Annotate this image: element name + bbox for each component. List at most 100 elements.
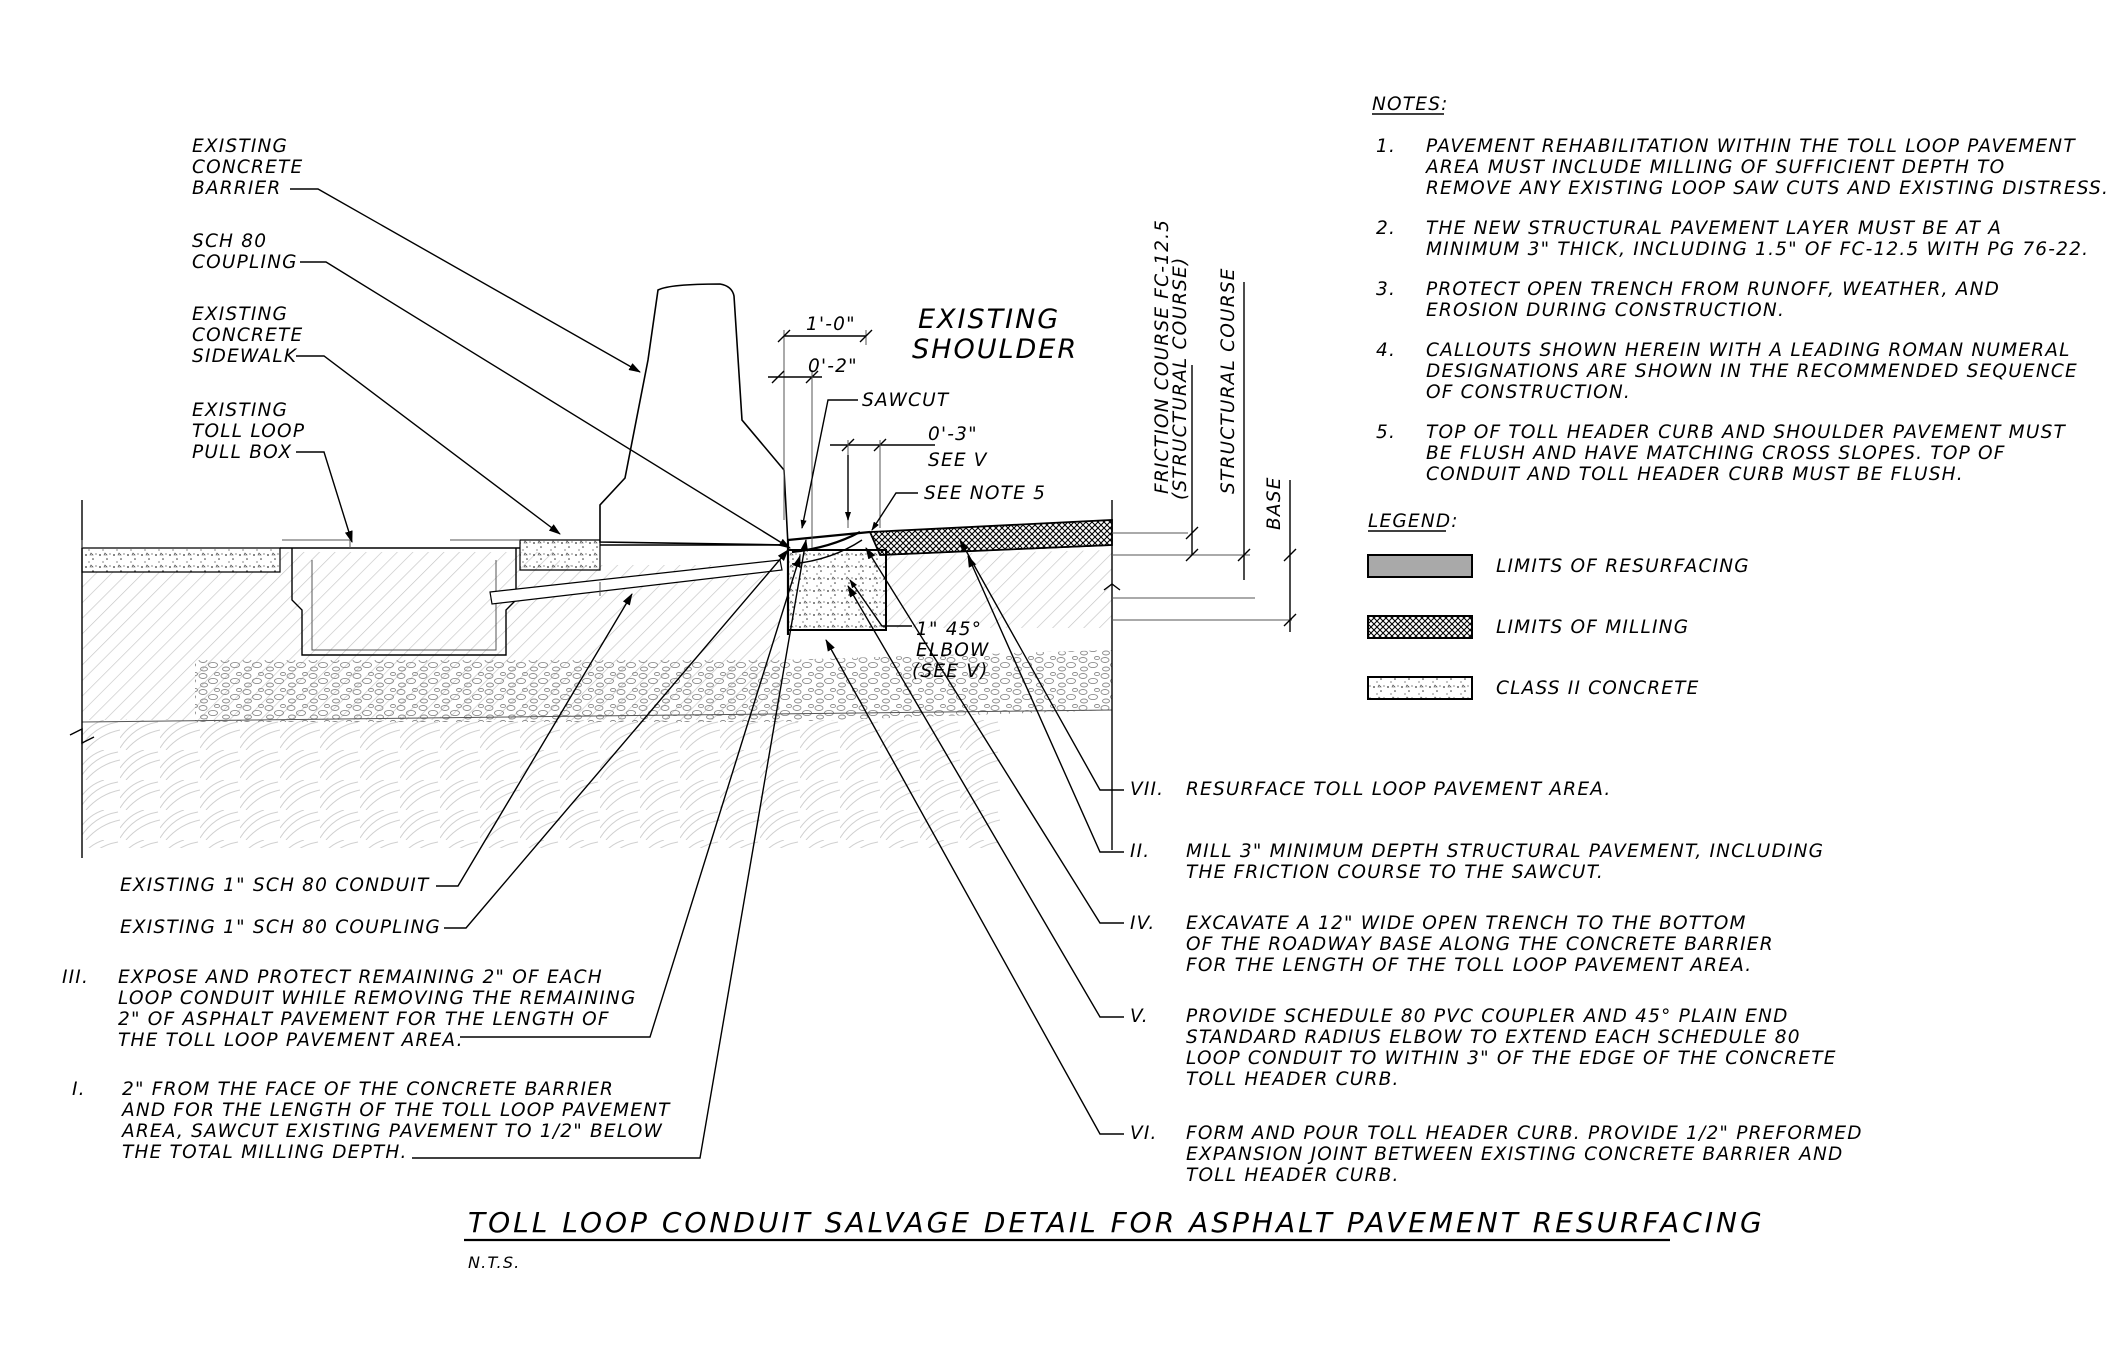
legend-swatch-milling	[1367, 615, 1473, 639]
note-5-line-3: CONDUIT AND TOLL HEADER CURB MUST BE FLU…	[1426, 464, 1964, 485]
pullbox-callout-2: TOLL LOOP	[192, 421, 305, 442]
note-3-number: 3.	[1376, 279, 1396, 300]
step-i-line-4: THE TOTAL MILLING DEPTH.	[122, 1142, 408, 1163]
step-ii-line-2: THE FRICTION COURSE TO THE SAWCUT.	[1186, 862, 1604, 883]
step-v-line-1: PROVIDE SCHEDULE 80 PVC COUPLER AND 45° …	[1186, 1006, 1789, 1027]
milling-limits	[787, 500, 1121, 850]
note-4-number: 4.	[1376, 340, 1396, 361]
step-i-line-1: 2" FROM THE FACE OF THE CONCRETE BARRIER	[122, 1079, 614, 1100]
note-1-line-1: PAVEMENT REHABILITATION WITHIN THE TOLL …	[1426, 136, 2076, 157]
legend-label-resurfacing: LIMITS OF RESURFACING	[1496, 556, 1750, 577]
structural-course-label: STRUCTURAL COURSE	[1218, 267, 1239, 494]
barrier-callout-2: CONCRETE	[192, 157, 303, 178]
step-i-line-2: AND FOR THE LENGTH OF THE TOLL LOOP PAVE…	[121, 1100, 671, 1121]
toll-header-curb	[787, 531, 887, 631]
coupling-callout-1: SCH 80	[192, 231, 267, 252]
step-vi-number: VI.	[1130, 1123, 1158, 1144]
steps-left: III. EXPOSE AND PROTECT REMAINING 2" OF …	[62, 967, 671, 1163]
conduit-callout: EXISTING 1" SCH 80 CONDUIT	[120, 875, 430, 896]
step-v-line-2: STANDARD RADIUS ELBOW TO EXTEND EACH SCH…	[1186, 1027, 1801, 1048]
sch80-conduit	[489, 559, 783, 605]
note-1-line-2: AREA MUST INCLUDE MILLING OF SUFFICIENT …	[1425, 157, 2005, 178]
base-label: BASE	[1264, 476, 1285, 530]
shoulder-label-1: EXISTING	[918, 304, 1060, 335]
barrier-callout-3: BARRIER	[192, 178, 281, 199]
legend-swatch-concrete	[1367, 676, 1473, 700]
note-2-line-2: MINIMUM 3" THICK, INCLUDING 1.5" OF FC-1…	[1426, 239, 2089, 260]
barrier-callout-1: EXISTING	[192, 136, 288, 157]
step-vii-line-1: RESURFACE TOLL LOOP PAVEMENT AREA.	[1186, 779, 1612, 800]
existing-sidewalk	[81, 539, 601, 573]
note-4-line-1: CALLOUTS SHOWN HEREIN WITH A LEADING ROM…	[1426, 340, 2071, 361]
step-v-line-3: LOOP CONDUIT TO WITHIN 3" OF THE EDGE OF…	[1186, 1048, 1837, 1069]
notes-block: NOTES: 1. PAVEMENT REHABILITATION WITHIN…	[1372, 94, 2109, 485]
dim-1-0-label: 1'-0"	[806, 314, 856, 335]
step-iv-line-3: FOR THE LENGTH OF THE TOLL LOOP PAVEMENT…	[1186, 955, 1752, 976]
note-2-number: 2.	[1376, 218, 1396, 239]
legend-label-milling: LIMITS OF MILLING	[1496, 617, 1689, 638]
sawcut-label: SAWCUT	[862, 390, 950, 411]
step-iii-line-1: EXPOSE AND PROTECT REMAINING 2" OF EACH	[118, 967, 603, 988]
pullbox-callout-1: EXISTING	[192, 400, 288, 421]
dim-0-3-label: 0'-3"	[928, 424, 978, 445]
step-iii-number: III.	[62, 967, 89, 988]
sidewalk-callout-1: EXISTING	[192, 304, 288, 325]
title-block: TOLL LOOP CONDUIT SALVAGE DETAIL FOR ASP…	[464, 1206, 1765, 1272]
steps-right: VII. RESURFACE TOLL LOOP PAVEMENT AREA. …	[1130, 779, 1863, 1186]
concrete-barrier	[599, 283, 789, 546]
legend-label-concrete: CLASS II CONCRETE	[1496, 678, 1700, 699]
note-2-line-1: THE NEW STRUCTURAL PAVEMENT LAYER MUST B…	[1426, 218, 2002, 239]
step-iv-number: IV.	[1130, 913, 1155, 934]
step-vii-number: VII.	[1130, 779, 1164, 800]
friction-course-label: FRICTION COURSE FC-12.5	[1152, 219, 1173, 494]
step-i-number: I.	[72, 1079, 86, 1100]
scale-note: N.T.S.	[468, 1253, 520, 1272]
note-5-line-2: BE FLUSH AND HAVE MATCHING CROSS SLOPES.…	[1426, 443, 2006, 464]
step-vi-line-1: FORM AND POUR TOLL HEADER CURB. PROVIDE …	[1186, 1123, 1863, 1144]
left-leaders	[290, 188, 791, 549]
legend-heading: LEGEND:	[1368, 511, 1459, 532]
right-leaders	[825, 539, 1124, 1135]
left-callouts: EXISTING CONCRETE BARRIER SCH 80 COUPLIN…	[192, 136, 305, 463]
pullbox-callout-3: PULL BOX	[192, 442, 292, 463]
shoulder-label-2: SHOULDER	[912, 334, 1078, 365]
drawing-title: TOLL LOOP CONDUIT SALVAGE DETAIL FOR ASP…	[468, 1206, 1765, 1239]
section-labels: EXISTING SHOULDER 1'-0" 0'-2" SAWCUT 0'-…	[806, 219, 1285, 682]
step-iii-line-2: LOOP CONDUIT WHILE REMOVING THE REMAININ…	[118, 988, 636, 1009]
step-v-number: V.	[1130, 1006, 1149, 1027]
elbow-label-3: (SEE V)	[912, 661, 989, 682]
note-1-line-3: REMOVE ANY EXISTING LOOP SAW CUTS AND EX…	[1426, 178, 2109, 199]
bottom-left-callouts: EXISTING 1" SCH 80 CONDUIT EXISTING 1" S…	[120, 875, 441, 938]
coupling-bottom-callout: EXISTING 1" SCH 80 COUPLING	[120, 917, 441, 938]
see-v-label: SEE V	[928, 450, 988, 471]
note-1-number: 1.	[1376, 136, 1396, 157]
notes-heading: NOTES:	[1372, 94, 1449, 115]
note-5-line-1: TOP OF TOLL HEADER CURB AND SHOULDER PAV…	[1426, 422, 2067, 443]
note-3-line-1: PROTECT OPEN TRENCH FROM RUNOFF, WEATHER…	[1426, 279, 2000, 300]
legend-block: LEGEND: LIMITS OF RESURFACING LIMITS OF …	[1367, 511, 1750, 700]
sidewalk-callout-2: CONCRETE	[192, 325, 303, 346]
sidewalk-callout-3: SIDEWALK	[192, 346, 298, 367]
step-vi-line-2: EXPANSION JOINT BETWEEN EXISTING CONCRET…	[1186, 1144, 1843, 1165]
step-iii-line-4: THE TOLL LOOP PAVEMENT AREA.	[118, 1030, 464, 1051]
elbow-label-1: 1" 45°	[916, 619, 982, 640]
note-4-line-3: OF CONSTRUCTION.	[1426, 382, 1631, 403]
step-i-line-3: AREA, SAWCUT EXISTING PAVEMENT TO 1/2" B…	[121, 1121, 663, 1142]
section-leaders	[800, 399, 918, 627]
legend-swatch-resurfacing	[1367, 554, 1473, 578]
coupling-callout-2: COUPLING	[192, 252, 298, 273]
step-v-line-4: TOLL HEADER CURB.	[1186, 1069, 1400, 1090]
dim-0-2-label: 0'-2"	[808, 356, 858, 377]
note-3-line-2: EROSION DURING CONSTRUCTION.	[1426, 300, 1785, 321]
see-note-5-label: SEE NOTE 5	[924, 483, 1046, 504]
note-5-number: 5.	[1376, 422, 1396, 443]
step-iv-line-2: OF THE ROADWAY BASE ALONG THE CONCRETE B…	[1186, 934, 1774, 955]
step-iii-line-3: 2" OF ASPHALT PAVEMENT FOR THE LENGTH OF	[118, 1009, 610, 1030]
step-ii-number: II.	[1130, 841, 1150, 862]
structural-course-sub-label: (STRUCTURAL COURSE)	[1170, 257, 1191, 500]
step-iv-line-1: EXCAVATE A 12" WIDE OPEN TRENCH TO THE B…	[1186, 913, 1747, 934]
step-vi-line-3: TOLL HEADER CURB.	[1186, 1165, 1400, 1186]
bottom-left-leaders	[412, 539, 809, 1159]
elbow-label-2: ELBOW	[916, 640, 990, 661]
